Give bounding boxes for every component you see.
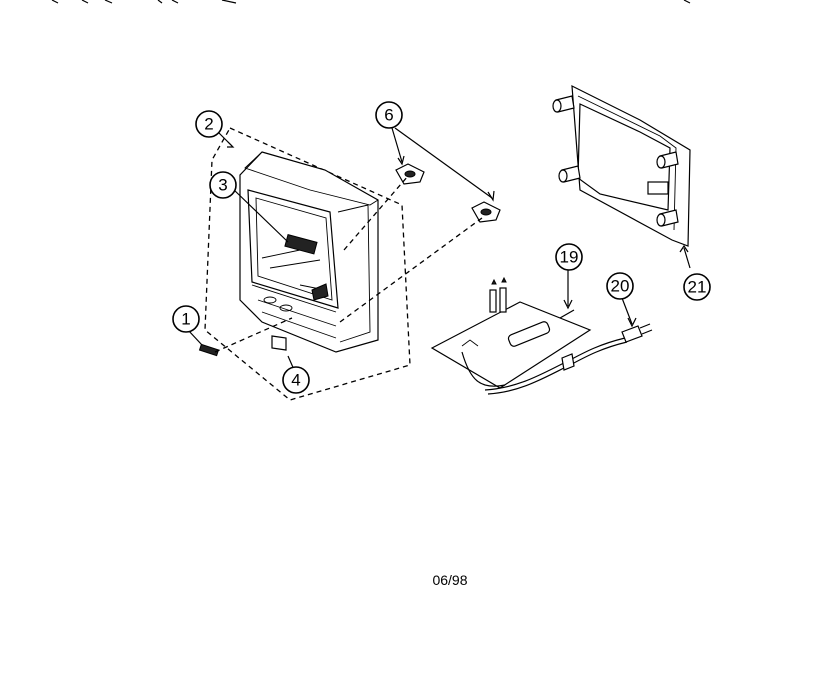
callout-20: 20	[606, 272, 634, 300]
callout-20-label: 20	[611, 277, 630, 296]
callout-4: 4	[282, 366, 310, 394]
callout-3-label: 3	[218, 176, 227, 195]
callout-19: 19	[555, 243, 583, 271]
bracket-parts	[339, 127, 501, 323]
power-cord-part	[484, 297, 653, 395]
callout-21: 21	[683, 273, 711, 301]
callout-2: 2	[195, 110, 223, 138]
main-board-part	[430, 270, 592, 389]
callout-3: 3	[209, 171, 237, 199]
callout-6-label: 6	[384, 106, 393, 125]
callout-2-label: 2	[204, 115, 213, 134]
label-part	[271, 335, 296, 373]
callout-6: 6	[375, 101, 403, 129]
callout-21-label: 21	[688, 278, 707, 297]
back-cover-part	[552, 84, 691, 269]
callout-19-label: 19	[560, 248, 579, 267]
screw-part	[187, 317, 293, 357]
callout-1: 1	[172, 305, 200, 333]
cabinet-front-assembly	[204, 127, 411, 401]
callout-1-label: 1	[181, 310, 190, 329]
top-edge-marks	[51, 0, 691, 4]
callout-4-label: 4	[291, 371, 300, 390]
date-code: 06/98	[432, 572, 468, 588]
